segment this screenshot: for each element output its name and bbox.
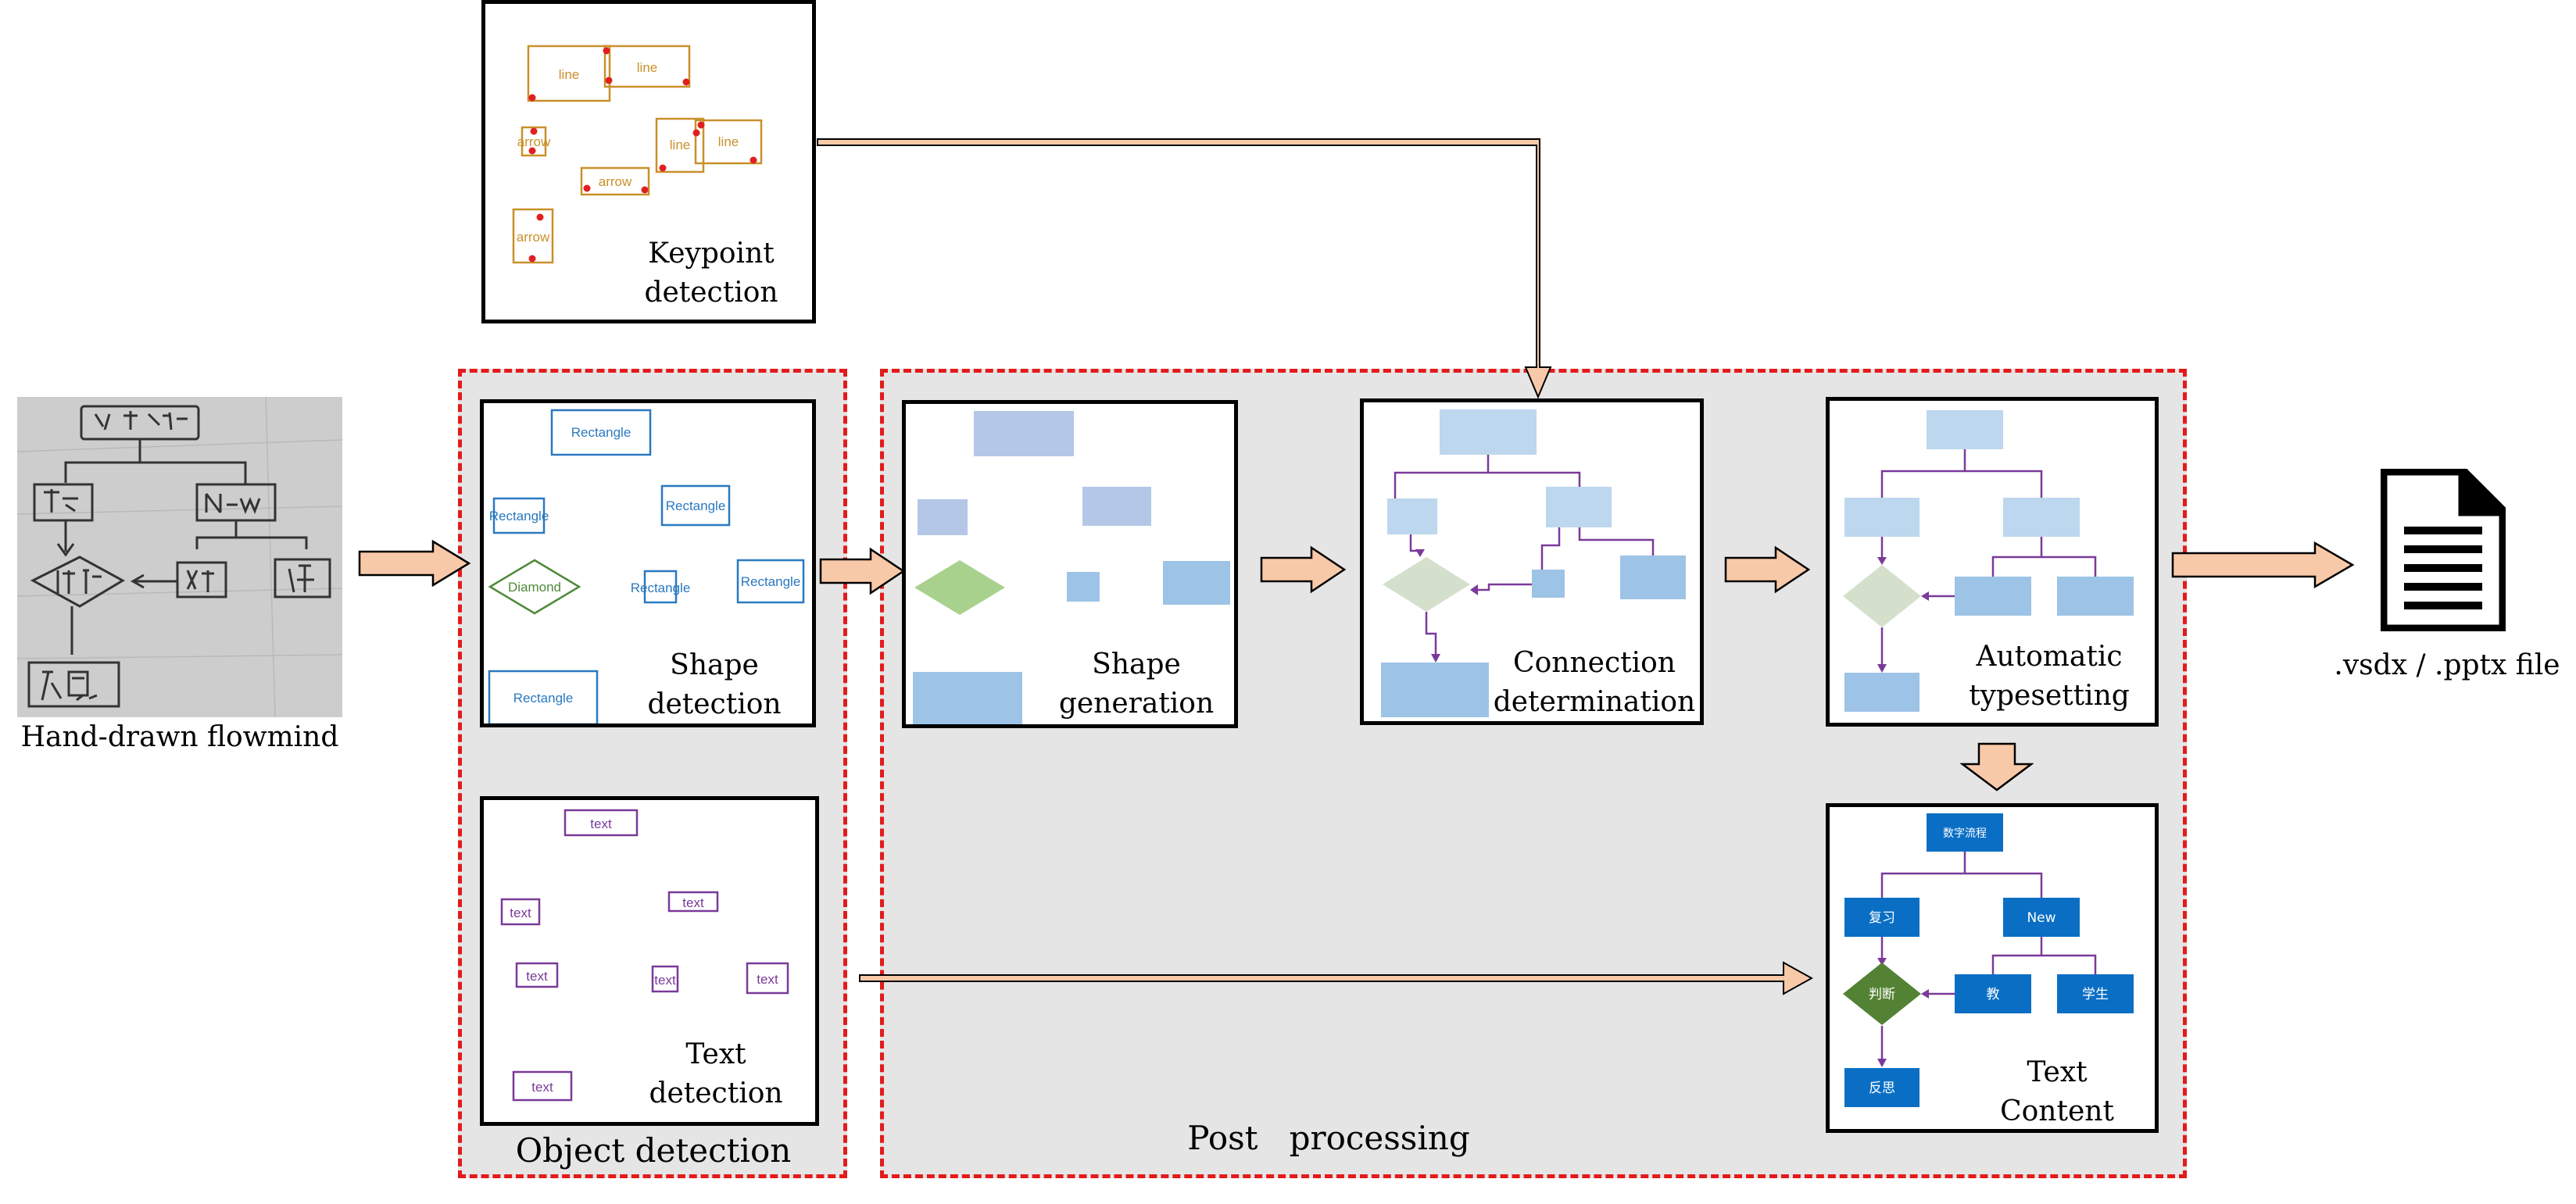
block-arrow-generation xyxy=(1260,545,1347,594)
shape-generation-title-line1: Shape xyxy=(1092,648,1181,681)
node-label: 复习 xyxy=(1869,910,1895,926)
keypoint-box-label: line xyxy=(718,134,739,149)
node-reflect xyxy=(1844,1068,1919,1107)
node-teach xyxy=(1955,974,2031,1013)
shape-detection-title-line1: Shape xyxy=(670,649,759,681)
node-label: 反思 xyxy=(1869,1081,1895,1096)
connection-determination-panel: Connection determination xyxy=(1360,398,1704,725)
text-box-label: text xyxy=(590,816,612,831)
input-caption: Hand-drawn flowmind xyxy=(20,721,339,753)
text-detection-title-line1: Text xyxy=(685,1038,746,1070)
text-box-label: text xyxy=(654,973,676,988)
node-label: 学生 xyxy=(2082,987,2109,1002)
node-review xyxy=(1844,898,1919,937)
keypoint-title-line1: Keypoint xyxy=(648,238,775,270)
keypoint-box-label: line xyxy=(637,60,657,75)
connection-title-line1: Connection xyxy=(1513,647,1676,679)
keypoint-box-label: arrow xyxy=(599,174,632,189)
shape-box-label: Rectangle xyxy=(666,498,726,513)
keypoint-box-label: line xyxy=(670,138,690,152)
post-processing-label: Post processing xyxy=(1187,1119,1470,1157)
generated-shapes xyxy=(913,411,1230,724)
node-label: 教 xyxy=(1987,987,2000,1002)
typesetting-title-line1: Automatic xyxy=(1976,641,2123,673)
shape-detection-title-line2: detection xyxy=(647,688,782,720)
typeset-shapes xyxy=(1843,410,2134,712)
shape-detection-panel: Rectangle Rectangle Rectangle Diamond Re… xyxy=(480,399,816,727)
text-to-content-arrow xyxy=(859,961,1813,995)
output-caption: .vsdx / .pptx file xyxy=(2334,649,2560,681)
shape-box-label: Diamond xyxy=(508,580,561,595)
final-flowchart: 数字流程 复习 New 判断 教 学生 反思 xyxy=(1843,813,2134,1107)
keypoint-box-label: line xyxy=(559,67,579,82)
shape-box-label: Rectangle xyxy=(571,425,631,440)
block-arrow-connection xyxy=(1724,545,1811,594)
keypoint-boxes: line line arrow line line arrow arrow xyxy=(512,45,763,264)
block-arrow-down xyxy=(1960,742,2034,791)
shape-box-label: Rectangle xyxy=(631,581,691,595)
text-box-label: text xyxy=(757,972,778,987)
hand-drawn-sketch xyxy=(17,397,342,717)
text-box-label: text xyxy=(526,969,548,984)
connected-shapes xyxy=(1381,409,1686,717)
typesetting-title-line2: typesetting xyxy=(1969,680,2130,712)
keypoint-box-label: arrow xyxy=(517,230,550,245)
text-content-title-line2: Content xyxy=(2000,1095,2114,1127)
object-detection-label: Object detection xyxy=(515,1131,792,1170)
shape-generation-panel: Shape generation xyxy=(902,400,1238,728)
shape-box-label: Rectangle xyxy=(513,691,574,706)
keypoint-title-line2: detection xyxy=(644,277,778,309)
automatic-typesetting-panel: Automatic typesetting xyxy=(1826,397,2159,727)
block-arrow-output xyxy=(2171,541,2355,589)
document-file-icon xyxy=(2381,469,2506,631)
shape-generation-title-line2: generation xyxy=(1058,688,1215,720)
node-label: 数字流程 xyxy=(1943,827,1987,840)
text-box-label: text xyxy=(510,906,531,920)
keypoint-box-label: arrow xyxy=(517,134,551,149)
text-box-label: text xyxy=(682,895,704,910)
text-detection-panel: text text text text text text text Text … xyxy=(480,796,819,1126)
node-start xyxy=(1927,813,2003,852)
text-detection-title-line2: detection xyxy=(649,1077,783,1109)
node-label: New xyxy=(2027,910,2055,926)
block-arrow-shape xyxy=(819,547,906,595)
text-detection-boxes: text text text text text text text xyxy=(500,809,789,1102)
block-arrow-input xyxy=(358,539,471,588)
node-label: 判断 xyxy=(1869,987,1895,1002)
shape-detection-boxes: Rectangle Rectangle Rectangle Diamond Re… xyxy=(488,409,805,723)
text-box-label: text xyxy=(531,1080,553,1095)
shape-box-label: Rectangle xyxy=(489,509,549,523)
connection-title-line2: determination xyxy=(1493,686,1696,718)
keypoint-to-connection-arrow xyxy=(817,138,1552,399)
text-content-panel: 数字流程 复习 New 判断 教 学生 反思 Text Content xyxy=(1826,803,2159,1133)
node-judge xyxy=(1843,963,1921,1025)
node-student xyxy=(2057,974,2134,1013)
node-new xyxy=(2003,898,2080,937)
keypoint-detection-panel: line line arrow line line arrow arrow Ke… xyxy=(481,0,816,323)
shape-box-label: Rectangle xyxy=(741,574,801,589)
text-content-title-line1: Text xyxy=(2027,1056,2088,1088)
